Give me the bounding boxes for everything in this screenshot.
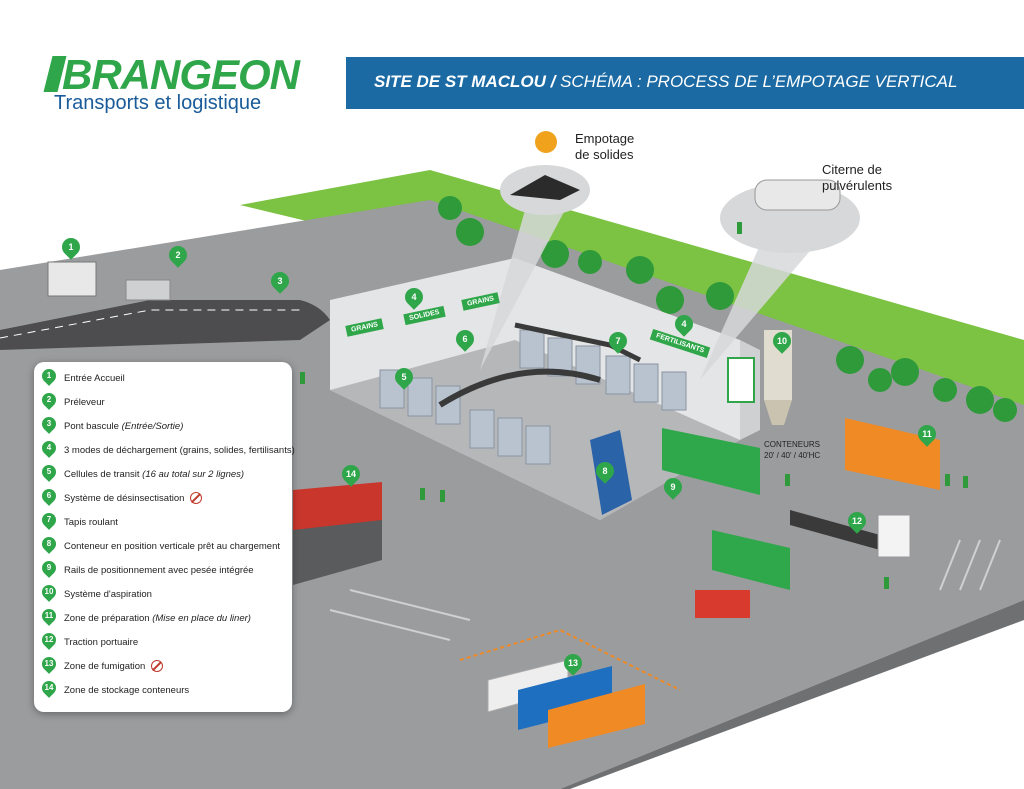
conveyor-belt (438, 368, 601, 408)
map-pin-1: 1 (58, 234, 84, 264)
callout-tanker: Citerne de pulvérulents (822, 162, 893, 193)
containers-label-2: 20' / 40' / 40'HC (764, 451, 821, 460)
map-pin-4b: 4 (671, 311, 697, 341)
brangeon-logo: BRANGEON Transports et logistique (43, 51, 328, 118)
map-pin-3: 3 (267, 268, 293, 298)
title-banner: SITE DE ST MACLOU / SCHÉMA : PROCESS DE … (346, 57, 1024, 109)
fumigation-orange (548, 684, 645, 748)
workers (300, 222, 968, 589)
flatbed-truck (790, 510, 880, 550)
logo-subtitle: Transports et logistique (54, 92, 262, 114)
reach-stacker (695, 590, 750, 618)
transit-cells (379, 329, 687, 465)
tanker-truck (754, 179, 841, 211)
no-insect-icon (190, 492, 203, 504)
solids-pile (510, 175, 580, 200)
map-pin-14: 14 (338, 461, 364, 491)
green-container-stacker (712, 530, 790, 590)
no-insect-icon (151, 660, 164, 672)
map-pin-6: 6 (452, 326, 478, 356)
building-logo (727, 357, 755, 403)
fumigation-blue (518, 666, 612, 730)
sampler-truck (125, 279, 171, 301)
map-pin-7: 7 (605, 328, 631, 358)
banner-site: SITE DE ST MACLOU / (374, 72, 556, 91)
map-pin-8: 8 (592, 458, 618, 488)
grab-icon (535, 131, 557, 153)
map-pin-13: 13 (560, 650, 586, 680)
grey-container-stack (293, 520, 382, 585)
road (0, 300, 330, 350)
parking-lines (329, 539, 1001, 641)
map-pin-10: 10 (769, 328, 795, 358)
map-pin-4a: 4 (401, 284, 427, 314)
aspiration-silo-legs (764, 400, 792, 425)
map-pin-2: 2 (165, 242, 191, 272)
banner-text: SITE DE ST MACLOU / SCHÉMA : PROCESS DE … (374, 72, 957, 92)
logo-brand: BRANGEON (62, 51, 300, 98)
loading-container (662, 428, 760, 495)
solids-bubble-tail (480, 210, 565, 370)
map-pin-11: 11 (914, 421, 940, 451)
ground-edge (0, 600, 1024, 789)
callout-solids: Empotage de solides (575, 131, 635, 162)
containers-label-1: CONTENEURS (764, 440, 821, 449)
road-line (0, 309, 300, 339)
guard-house (47, 261, 97, 297)
tanker-bubble-tail (700, 245, 815, 380)
map-pin-12: 12 (844, 508, 870, 538)
map-pin-9: 9 (660, 474, 686, 504)
orange-container-11 (845, 418, 940, 490)
map-pin-5: 5 (391, 364, 417, 394)
banner-title: SCHÉMA : PROCESS DE L’EMPOTAGE VERTICAL (555, 72, 958, 91)
trees (438, 196, 1017, 422)
truck-cab (877, 514, 911, 558)
